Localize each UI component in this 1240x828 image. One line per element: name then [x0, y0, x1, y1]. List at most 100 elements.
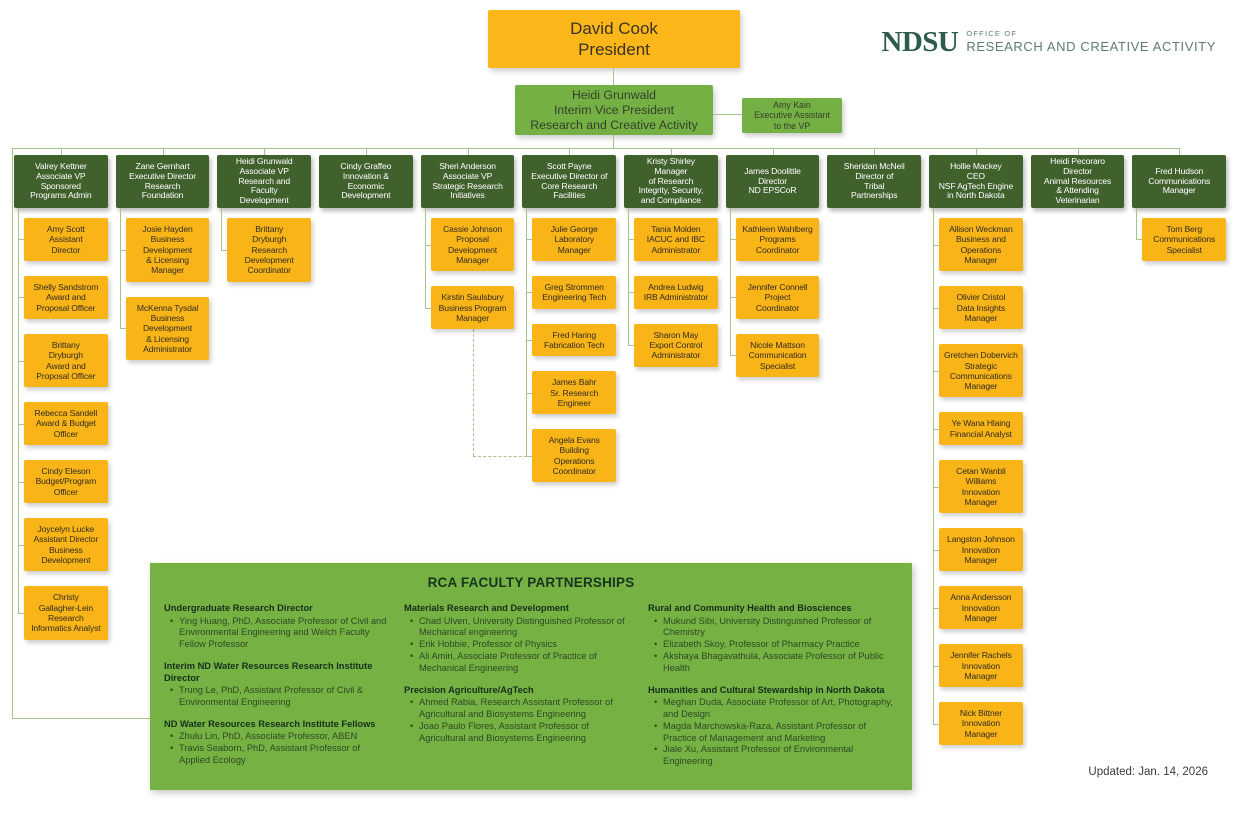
partnership-heading: ND Water Resources Research Institute Fe… [164, 718, 376, 729]
department-head-box: Zane Gernhart Executive Director Researc… [115, 155, 210, 208]
staff-label: Josie Hayden Business Development & Lice… [142, 224, 193, 276]
partnership-heading: Undergraduate Research Director [164, 603, 313, 613]
org-column: Cindy Graffeo Innovation & Economic Deve… [319, 147, 413, 760]
staff-box: Christy Gallagher-Lein Research Informat… [24, 586, 108, 640]
staff-box: Angela Evans Building Operations Coordin… [532, 429, 617, 483]
partnership-section: Precision Agriculture/AgTechAhmed Rabia,… [404, 685, 636, 745]
updated-date: Updated: Jan. 14, 2026 [1088, 766, 1208, 778]
staff-label: Jennifer Rachels Innovation Manager [950, 650, 1012, 681]
dashed-connector-vertical [472, 329, 474, 456]
staff-label: Cetan Wanbli Williams Innovation Manager [956, 466, 1006, 507]
partnerships-box: RCA FACULTY PARTNERSHIPS Undergraduate R… [150, 563, 912, 790]
partnership-member: Erik Hobbie, Professor of Physics [406, 639, 636, 651]
partnership-member: Zhulu Lin, PhD, Associate Professor, ABE… [166, 731, 392, 743]
org-columns: Valrey Kettner Associate VP Sponsored Pr… [14, 147, 1227, 760]
partnership-heading: Rural and Community Health and Bioscienc… [648, 603, 852, 613]
dashed-connector-horizontal [472, 455, 533, 457]
department-head-box: Heidi Pecoraro Director Animal Resources… [1030, 155, 1125, 208]
partnership-member: Magda Marchowska-Raza, Assistant Profess… [650, 721, 898, 745]
staff-box: Fred Haring Fabrication Tech [532, 323, 617, 357]
staff-row: Langston Johnson Innovation Manager [929, 528, 1023, 572]
staff-box: Allison Weckman Business and Operations … [939, 218, 1023, 272]
partnership-section: Materials Research and DevelopmentChad U… [404, 603, 636, 675]
staff-row: Christy Gallagher-Lein Research Informat… [14, 586, 108, 640]
department-head-label: Heidi Pecoraro Director Animal Resources… [1043, 155, 1112, 206]
staff-label: Sharon May Export Control Administrator [649, 329, 703, 361]
org-column: Sheridan McNeil Director of Tribal Partn… [827, 147, 922, 760]
staff-row: Jennifer Connell Project Coordinator [726, 275, 820, 319]
staff-box: Jennifer Rachels Innovation Manager [939, 644, 1023, 688]
staff-label: Fred Haring Fabrication Tech [543, 329, 605, 350]
staff-row: Allison Weckman Business and Operations … [929, 218, 1023, 272]
staff-box: Brittany Dryburgh Research Development C… [227, 218, 312, 282]
partnerships-grid: Undergraduate Research DirectorYing Huan… [164, 603, 898, 778]
staff-label: Christy Gallagher-Lein Research Informat… [31, 592, 101, 634]
staff-box: Brittany Dryburgh Award and Proposal Off… [24, 333, 108, 388]
staff-row: Joycelyn Lucke Assistant Director Busine… [14, 518, 108, 572]
staff-box: Nicole Mattson Communication Specialist [735, 333, 820, 377]
president-box: David Cook President [488, 10, 740, 68]
department-staff-list: Tom Berg Communications Specialist [1132, 218, 1227, 261]
partnership-section: Rural and Community Health and Bioscienc… [648, 603, 898, 675]
staff-label: Nick Bittner Innovation Manager [959, 708, 1002, 739]
staff-row: Anna Andersson Innovation Manager [929, 586, 1023, 630]
partnership-member: Meghan Duda, Associate Professor of Art,… [650, 697, 898, 721]
department-head-box: Sheri Anderson Associate VP Strategic Re… [420, 155, 515, 208]
partnership-member: Akshaya Bhagavathula, Associate Professo… [650, 651, 898, 675]
connector-spine [18, 208, 19, 613]
org-column: Heidi Grunwald Associate VP Research and… [217, 147, 312, 760]
department-head-label: Scott Payne Executive Director of Core R… [531, 160, 608, 201]
org-column: Sheri Anderson Associate VP Strategic Re… [420, 147, 515, 760]
partnership-member: Ahmed Rabia, Research Assistant Professo… [406, 697, 636, 721]
partnership-member: Joao Paulo Flores, Assistant Professor o… [406, 721, 636, 745]
staff-box: Cindy Eleson Budget/Program Officer [24, 460, 108, 503]
department-head-label: Zane Gernhart Executive Director Researc… [128, 160, 197, 201]
staff-box: Shelly Sandstrom Award and Proposal Offi… [24, 275, 108, 319]
ndsu-wordmark: NDSU [881, 26, 959, 58]
partnership-member: Travis Seaborn, PhD, Assistant Professor… [166, 743, 392, 767]
department-head-box: James Doolittle Director ND EPSCoR [725, 155, 820, 208]
logo-office-name: RESEARCH AND CREATIVE ACTIVITY [966, 39, 1216, 54]
staff-label: Tania Molden IACUC and IBC Administrator [646, 224, 705, 255]
connector-spine [221, 208, 223, 250]
department-head-box: Scott Payne Executive Director of Core R… [522, 155, 617, 208]
staff-box: Greg Strommen Engineering Tech [532, 275, 617, 309]
org-column: Scott Payne Executive Director of Core R… [522, 147, 617, 760]
staff-label: Tom Berg Communications Specialist [1153, 224, 1216, 255]
left-rail-vertical [12, 148, 13, 718]
partnership-member: Ali Amiri, Associate Professor of Practi… [406, 651, 636, 675]
staff-row: Brittany Dryburgh Research Development C… [217, 218, 312, 282]
staff-row: Nicole Mattson Communication Specialist [726, 333, 820, 377]
department-head-label: Fred Hudson Communications Manager [1148, 165, 1211, 196]
staff-row: Rebecca Sandell Award & Budget Officer [14, 402, 108, 446]
ndsu-logo: NDSU OFFICE OF RESEARCH AND CREATIVE ACT… [881, 28, 1216, 57]
staff-row: Julie George Laboratory Manager [522, 218, 617, 261]
staff-box: Anna Andersson Innovation Manager [939, 586, 1023, 630]
department-staff-list: Allison Weckman Business and Operations … [929, 218, 1023, 746]
connector-spine [628, 208, 630, 346]
staff-row: Tom Berg Communications Specialist [1132, 218, 1227, 261]
department-head-label: James Doolittle Director ND EPSCoR [744, 165, 801, 196]
staff-row: Jennifer Rachels Innovation Manager [929, 644, 1023, 688]
department-head-label: Sheridan McNeil Director of Tribal Partn… [843, 160, 905, 201]
staff-box: Tom Berg Communications Specialist [1142, 218, 1227, 261]
staff-box: Nick Bittner Innovation Manager [939, 702, 1023, 746]
staff-row: Kathleen Wahlberg Programs Coordinator [726, 218, 820, 261]
staff-label: Anna Andersson Innovation Manager [950, 592, 1012, 623]
staff-label: Brittany Dryburgh Award and Proposal Off… [36, 339, 96, 381]
department-head-label: Sheri Anderson Associate VP Strategic Re… [432, 160, 503, 201]
department-staff-list: Cassie Johnson Proposal Development Mana… [421, 218, 515, 330]
staff-label: Langston Johnson Innovation Manager [946, 534, 1015, 565]
staff-row: Cetan Wanbli Williams Innovation Manager [929, 460, 1023, 514]
vice-president-box: Heidi Grunwald Interim Vice President Re… [515, 85, 713, 135]
staff-label: McKenna Tysdal Business Development & Li… [136, 302, 199, 354]
department-head-box: Sheridan McNeil Director of Tribal Partn… [827, 155, 922, 208]
staff-label: Allison Weckman Business and Operations … [949, 224, 1013, 265]
staff-row: Fred Haring Fabrication Tech [522, 323, 617, 357]
connector-spine [933, 208, 935, 724]
staff-box: Kathleen Wahlberg Programs Coordinator [735, 218, 820, 261]
staff-row: Kirstin Saulsbury Business Program Manag… [421, 286, 515, 330]
logo-office-of: OFFICE OF [966, 29, 1018, 38]
staff-box: Julie George Laboratory Manager [532, 218, 617, 261]
